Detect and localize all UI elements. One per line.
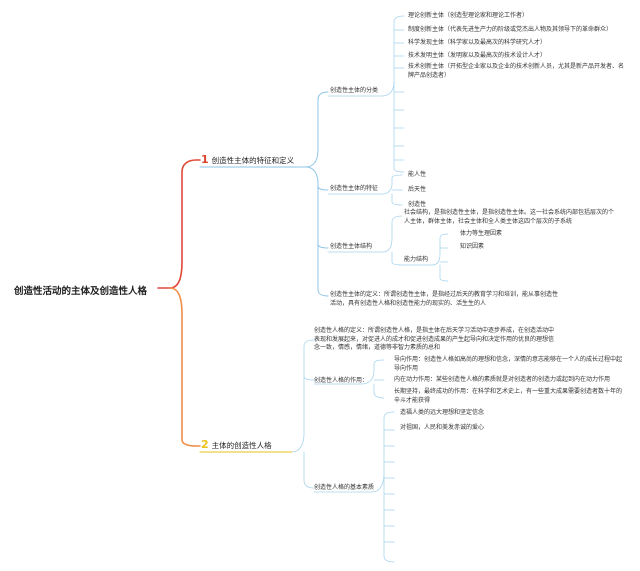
role-item-3[interactable]: 长期坚持，最终成功的作用：在科学和艺术史上，有一些重大成果需要创造者数十年的辛斗… bbox=[394, 388, 623, 404]
element-item-1[interactable]: 造福人类的远大理想和坚定信念 bbox=[400, 409, 485, 416]
branch-2-number: 2 bbox=[201, 438, 209, 451]
ability-structure-node[interactable]: 能力结构 bbox=[404, 256, 429, 263]
feature-item-2[interactable]: 后天性 bbox=[408, 186, 427, 193]
feature-item-1[interactable]: 能人性 bbox=[408, 171, 427, 178]
classification-item-5[interactable]: 技术创新主体（开拓型企业家以及企业的技术创新人员，尤其是新产品开发者、名牌产品创… bbox=[408, 63, 625, 79]
roles-node[interactable]: 创造性人格的作用： bbox=[314, 377, 369, 384]
feature-item-3[interactable]: 创造性 bbox=[408, 201, 427, 208]
features-node[interactable]: 创造性主体的特征 bbox=[330, 185, 379, 192]
branch-1-number: 1 bbox=[201, 153, 209, 166]
classification-item-1[interactable]: 理论创新主体（创造型理论家和理论工作者） bbox=[408, 12, 529, 19]
subject-definition-node[interactable]: 创造性主体的定义：所谓创造性主体，是指经过后天的教育学习和培训，能从事创造性活动… bbox=[330, 291, 559, 307]
classification-item-3[interactable]: 科学发现主体（科学家以及最高次的科学研究人才） bbox=[408, 39, 547, 46]
elements-node[interactable]: 创造性人格的基本素质 bbox=[314, 484, 375, 491]
classification-item-2[interactable]: 制度创新主体（代表先进生产力的阶级或党杰出人物及其领导下的革命群众） bbox=[408, 26, 613, 33]
ability-item-2[interactable]: 知识因素 bbox=[460, 243, 485, 250]
ability-item-1[interactable]: 体力等生理因素 bbox=[460, 230, 503, 237]
classification-node[interactable]: 创造性主体的分类 bbox=[330, 87, 379, 94]
branch-2-label: 主体的创造性人格 bbox=[211, 441, 272, 450]
social-structure-item[interactable]: 社会结构，是指创造性主体，是指创造性主体。这一社会系统内部包括层次的个人主体，群… bbox=[404, 209, 615, 225]
structure-node[interactable]: 创造性主体结构 bbox=[330, 243, 373, 250]
personality-definition-node[interactable]: 创造性人格的定义：所谓创造性人格，是指主体在后天学习活动中逐步养成，在创造活动中… bbox=[314, 327, 555, 351]
branch-1-label: 创造性主体的特征和定义 bbox=[211, 156, 295, 165]
element-item-2[interactable]: 对祖国，人民和美发赤诚的爱心 bbox=[400, 424, 485, 431]
role-item-2[interactable]: 内在动力作用：某些创造性人格的素质就是对创造者的创造力或起到内在动力作用 bbox=[394, 376, 611, 383]
role-item-1[interactable]: 导向作用：创造性人格如高尚的理想和信念，深情的意志能够在一个人的成长过程中起导向… bbox=[394, 356, 623, 372]
classification-item-4[interactable]: 技术发明主体（发明家以及最高次的技术设计人才） bbox=[408, 52, 547, 59]
root-topic[interactable]: 创造性活动的主体及创造性人格 bbox=[14, 286, 148, 297]
